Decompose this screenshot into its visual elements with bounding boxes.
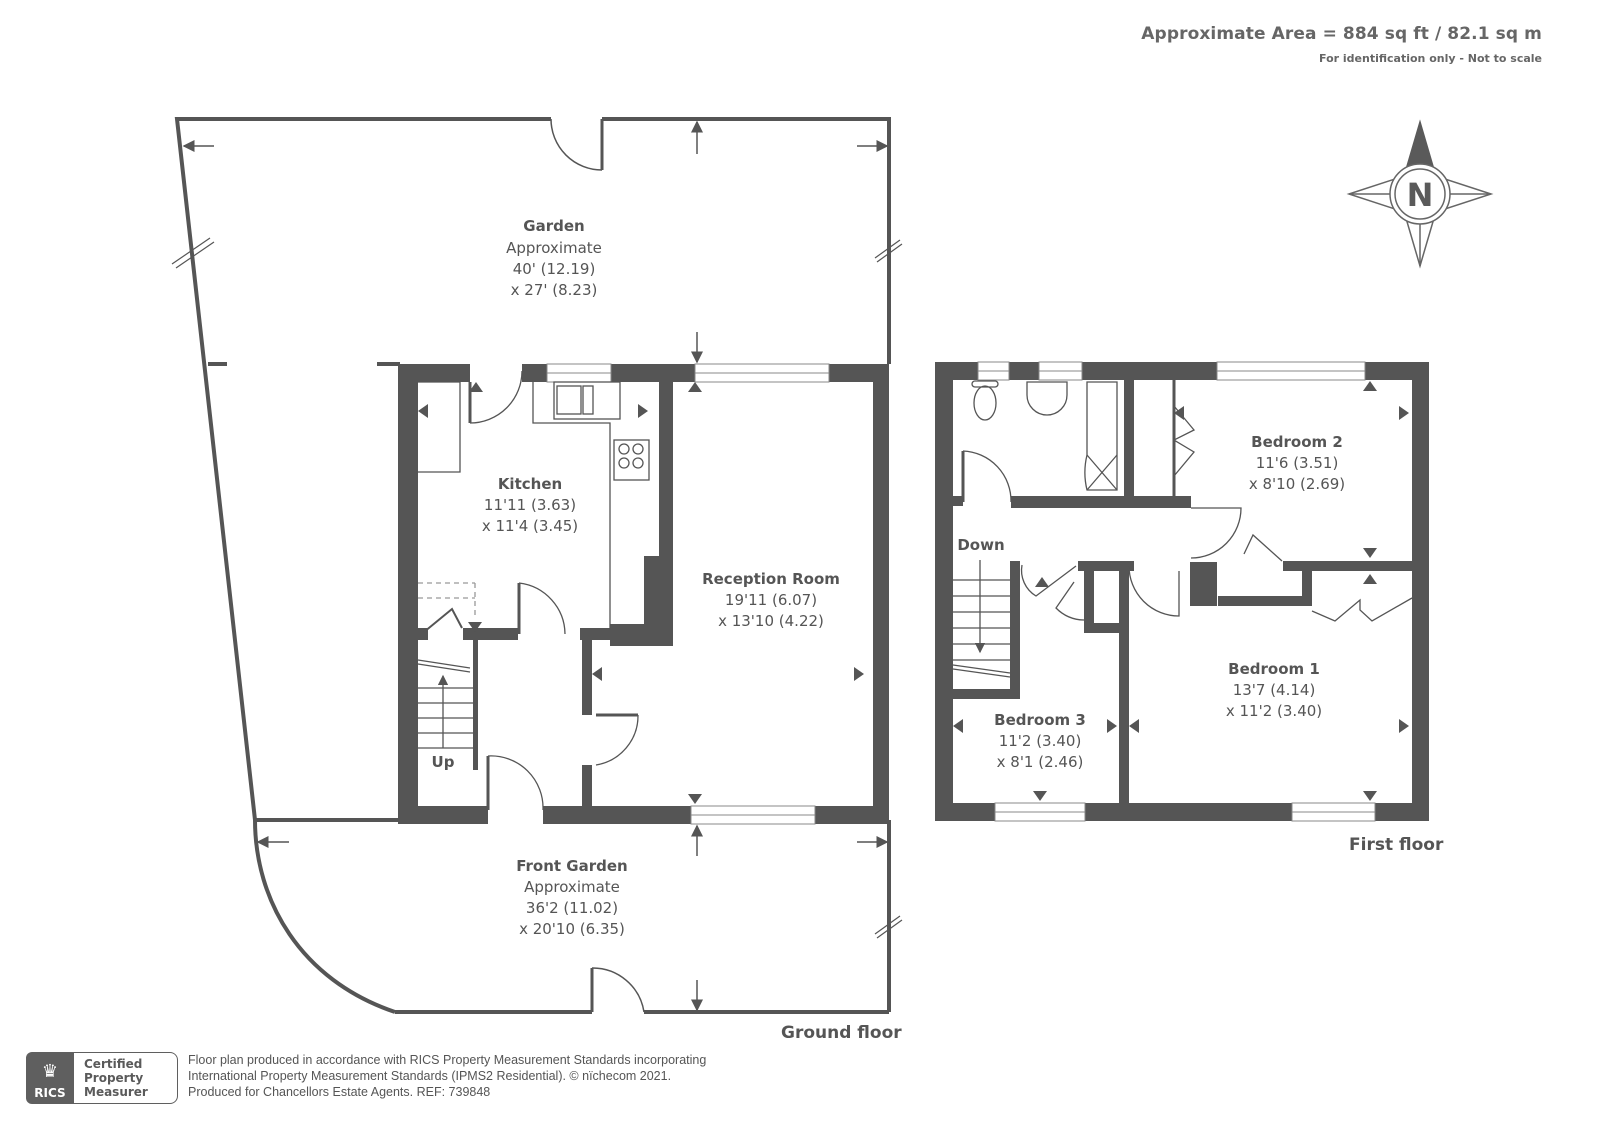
reception-dim2: x 13'10 (4.22) — [718, 612, 824, 630]
cert-line-2: Property — [84, 1071, 144, 1085]
ground-floor-walls — [398, 364, 889, 824]
bedroom1-dim1: 13'7 (4.14) — [1233, 681, 1316, 699]
footer-line-1: Floor plan produced in accordance with R… — [188, 1053, 707, 1067]
dimension-markers — [418, 382, 864, 804]
bedroom1-dim2: x 11'2 (3.40) — [1226, 702, 1322, 720]
compass-north-icon: N — [1346, 119, 1494, 269]
footer-line-2: International Property Measurement Stand… — [188, 1069, 672, 1083]
lion-icon: ♛ — [41, 1061, 59, 1082]
garden-dim1: 40' (12.19) — [513, 260, 596, 278]
rics-logo: ♛ RICS — [26, 1052, 74, 1104]
disclaimer: For identification only - Not to scale — [1319, 52, 1542, 65]
footer: ♛ RICS Certified Property Measurer Floor… — [26, 1052, 706, 1104]
kitchen-dim2: x 11'4 (3.45) — [482, 517, 578, 535]
bedroom1-name: Bedroom 1 — [1228, 660, 1320, 678]
bedroom3-name: Bedroom 3 — [994, 711, 1086, 729]
footer-line-3: Produced for Chancellors Estate Agents. … — [188, 1085, 491, 1099]
reception-dim1: 19'11 (6.07) — [725, 591, 817, 609]
rics-logo-text: RICS — [34, 1086, 66, 1100]
area-header: Approximate Area = 884 sq ft / 82.1 sq m… — [1141, 24, 1542, 65]
compass-label: N — [1407, 176, 1434, 214]
first-floor-label: First floor — [1349, 835, 1444, 855]
cert-line-1: Certified — [84, 1057, 143, 1071]
garden-dim2: x 27' (8.23) — [511, 281, 598, 299]
bedroom3-dim2: x 8'1 (2.46) — [997, 753, 1084, 771]
cert-line-3: Measurer — [84, 1085, 148, 1099]
footer-disclaimer: Floor plan produced in accordance with R… — [188, 1052, 706, 1100]
certified-measurer-badge: Certified Property Measurer — [74, 1052, 178, 1104]
ground-floor-label: Ground floor — [781, 1023, 902, 1043]
bedroom2-dim2: x 8'10 (2.69) — [1249, 475, 1345, 493]
stairs-down-label: Down — [957, 536, 1004, 554]
first-floor-walls — [935, 362, 1429, 821]
dimension-markers-first — [953, 381, 1409, 801]
reception-name: Reception Room — [702, 570, 840, 588]
front-garden-outline — [253, 818, 891, 1014]
kitchen-dim1: 11'11 (3.63) — [484, 496, 576, 514]
first-floor-windows — [977, 361, 1376, 822]
bedroom2-dim1: 11'6 (3.51) — [1256, 454, 1339, 472]
front-garden-dim2: x 20'10 (6.35) — [519, 920, 625, 938]
bedroom3-dim1: 11'2 (3.40) — [999, 732, 1082, 750]
ground-floor-windows — [546, 363, 830, 825]
garden-note: Approximate — [506, 239, 602, 257]
kitchen-name: Kitchen — [498, 475, 562, 493]
garden-outline — [174, 117, 891, 821]
stairs-up-label: Up — [432, 753, 455, 771]
approximate-area: Approximate Area = 884 sq ft / 82.1 sq m — [1141, 24, 1542, 44]
ground-floor-plan: Garden Approximate 40' (12.19) x 27' (8.… — [171, 117, 903, 1014]
front-garden-note: Approximate — [524, 878, 620, 896]
front-garden-dim1: 36'2 (11.02) — [526, 899, 618, 917]
front-garden-name: Front Garden — [516, 857, 627, 875]
bedroom2-name: Bedroom 2 — [1251, 433, 1343, 451]
first-floor-plan: Bedroom 2 11'6 (3.51) x 8'10 (2.69) Bedr… — [935, 361, 1429, 822]
garden-name: Garden — [523, 217, 584, 235]
